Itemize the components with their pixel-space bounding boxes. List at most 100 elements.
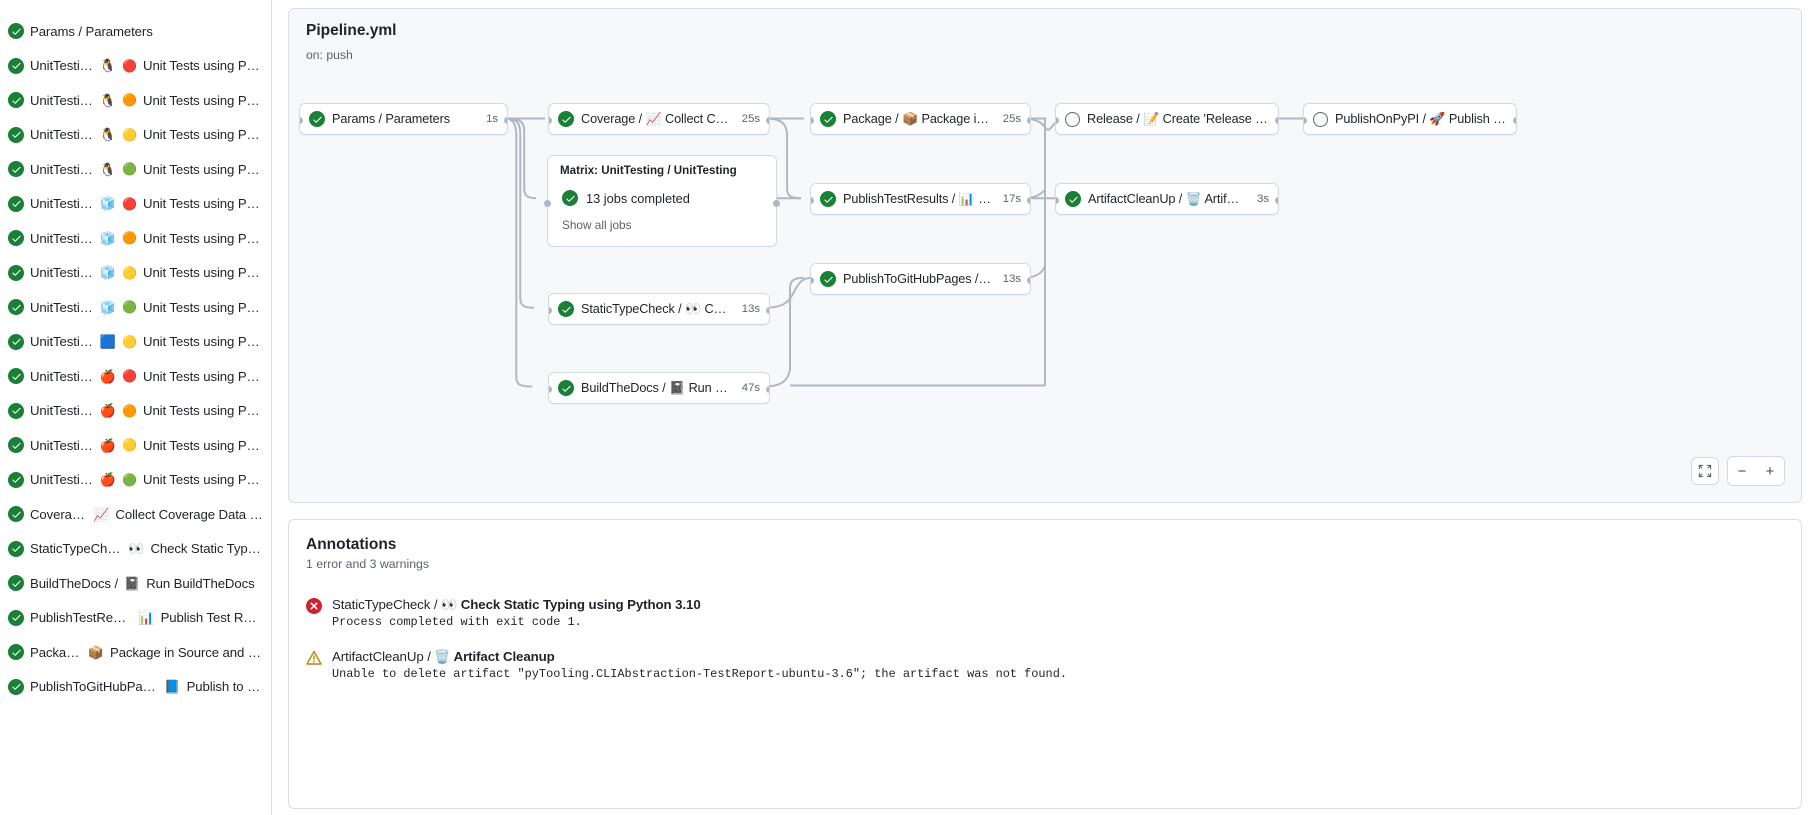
job-icon: 🗑️ [434,649,451,664]
sidebar-item[interactable]: Package / 📦Package in Source and Wh… [0,635,271,670]
sidebar-item-label: UnitTesting / [30,161,94,177]
graph-node-coverage[interactable]: Coverage / 📈 Collect Cove…25s [548,103,770,135]
show-all-jobs-link[interactable]: Show all jobs [562,218,632,232]
sidebar-item[interactable]: UnitTesting / 🍎🟢Unit Tests using Pyth… [0,463,271,498]
zoom-controls[interactable]: − + [1691,456,1785,486]
os-icon: 🐧 [99,58,117,74]
success-icon [8,609,24,626]
node-input-port [811,277,814,284]
graph-node-release[interactable]: Release / 📝 Create 'Release P… [1055,103,1279,135]
sidebar-item-step-label: Unit Tests using Pyth… [143,230,263,246]
zoom-in-button[interactable]: + [1756,457,1784,485]
zoom-out-button[interactable]: − [1728,457,1756,485]
graph-node-duration: 25s [741,113,760,125]
sidebar-item[interactable]: PublishTestResults / 📊Publish Test Resu… [0,601,271,636]
node-input-port [811,197,814,204]
sidebar-item[interactable]: UnitTesting / 🐧🟡Unit Tests using Pyth… [0,118,271,153]
success-icon [8,437,24,454]
graph-node-statictype[interactable]: StaticTypeCheck / 👀 Chec…13s [548,293,770,325]
sidebar-item[interactable]: UnitTesting / 🍎🟡Unit Tests using Pyth… [0,428,271,463]
annotation-job: ArtifactCleanUp / 🗑️ Artifact Cleanup [332,649,555,664]
sidebar-item-label: UnitTesting / [30,334,94,350]
sidebar-item[interactable]: BuildTheDocs / 📓Run BuildTheDocs [0,566,271,601]
node-output-port [766,307,769,314]
matrix-group-unittesting[interactable]: Matrix: UnitTesting / UnitTesting 13 job… [544,155,780,247]
success-icon [8,471,24,488]
os-icon: 🍎 [99,472,117,488]
sidebar-item[interactable]: UnitTesting / 🧊🟡Unit Tests using Pyth… [0,256,271,291]
graph-node-ghpages[interactable]: PublishToGitHubPages / 📘 …13s [810,263,1031,295]
sidebar-item[interactable]: UnitTesting / 🍎🔴Unit Tests using Pyth… [0,359,271,394]
node-input-port [1056,197,1059,204]
sidebar-item[interactable]: UnitTesting / 🧊🟢Unit Tests using Pyth… [0,290,271,325]
sidebar-item[interactable]: Params / Parameters [0,14,271,49]
sidebar-item[interactable]: UnitTesting / 🟦🟡Unit Tests using Pyth… [0,325,271,360]
graph-node-pypi[interactable]: PublishOnPyPI / 🚀 Publish to … [1303,103,1517,135]
success-icon [8,540,24,557]
version-dot-icon: 🟡 [122,127,138,142]
sidebar-item[interactable]: UnitTesting / 🐧🟠Unit Tests using Pyth… [0,83,271,118]
sidebar-item[interactable]: Coverage / 📈Collect Coverage Data usi… [0,497,271,532]
success-icon [8,299,24,316]
main-content: Pipeline.yml on: push [272,0,1818,815]
graph-node-builddocs[interactable]: BuildTheDocs / 📓 Run Buil…47s [548,372,770,404]
graph-node-label: ArtifactCleanUp / 🗑️ Artifac… [1088,192,1246,206]
sidebar-item-label: UnitTesting / [30,403,94,419]
success-icon [8,506,24,523]
job-icon: 📝 [1143,112,1160,126]
sidebar-item-label: Coverage / [30,506,88,522]
sidebar-item-label: UnitTesting / [30,437,94,453]
node-input-port [1056,117,1059,124]
sidebar-item-step-label: Unit Tests using Pyth… [143,334,263,350]
annotation-message: Process completed with exit code 1. [332,615,582,629]
success-icon [8,195,24,212]
node-input-port [549,117,552,124]
sidebar-item[interactable]: UnitTesting / 🐧🟢Unit Tests using Pyth… [0,152,271,187]
sidebar-item[interactable]: UnitTesting / 🧊🔴Unit Tests using Pyth… [0,187,271,222]
os-icon: 🧊 [99,230,117,246]
os-icon: 🍎 [99,403,117,419]
success-icon [558,301,574,317]
node-output-port [1027,277,1030,284]
sidebar-item-label: BuildTheDocs / [30,575,119,591]
job-icon: 👀 [684,302,702,316]
graph-node-label: PublishTestResults / 📊 Pu… [843,192,992,206]
sidebar-item[interactable]: StaticTypeCheck / 👀Check Static Typing… [0,532,271,567]
job-icon: 📈 [645,112,662,126]
annotation-item[interactable]: StaticTypeCheck / 👀 Check Static Typing … [289,587,1801,639]
sidebar-item[interactable]: UnitTesting / 🐧🔴Unit Tests using Pyth… [0,49,271,84]
workflow-trigger: on: push [306,48,353,62]
sidebar-item-step-label: Collect Coverage Data usi… [115,506,263,522]
sidebar-item-step-label: Unit Tests using Pyth… [143,58,263,74]
sidebar-item-step-label: Check Static Typing… [150,541,263,557]
graph-node-duration: 17s [1002,193,1021,205]
os-icon: 🧊 [99,196,117,212]
version-dot-icon: 🟠 [122,231,138,246]
sidebar-item[interactable]: UnitTesting / 🍎🟠Unit Tests using Pyth… [0,394,271,429]
zoom-in-out-group[interactable]: − + [1727,456,1785,486]
sidebar-item-label: UnitTesting / [30,92,94,108]
job-icon: 📓 [669,381,686,395]
fit-to-screen-button[interactable] [1691,457,1719,485]
sidebar-item-step-label: Unit Tests using Pyth… [143,196,263,212]
sidebar-item[interactable]: UnitTesting / 🧊🟠Unit Tests using Pyth… [0,221,271,256]
node-input-port [300,117,303,124]
success-icon [8,575,24,592]
sidebar-item-label: UnitTesting / [30,368,94,384]
sidebar-item[interactable]: PublishToGitHubPages / 📘Publish to G… [0,670,271,705]
graph-node-testresults[interactable]: PublishTestResults / 📊 Pu… 17s [810,183,1031,215]
matrix-jobs-row[interactable]: 13 jobs completed [562,190,690,206]
graph-node-package[interactable]: Package / 📦 Package in So…25s [810,103,1031,135]
node-output-port [1275,117,1278,124]
graph-node-label: StaticTypeCheck / 👀 Chec… [581,302,731,316]
graph-node-cleanup[interactable]: ArtifactCleanUp / 🗑️ Artifac…3s [1055,183,1279,215]
sidebar-item-label: UnitTesting / [30,58,94,74]
sidebar-item-label: Package / [30,644,82,660]
workflow-graph-card[interactable]: Pipeline.yml on: push [288,8,1802,503]
sidebar-item-step-label: Run BuildTheDocs [146,575,255,591]
